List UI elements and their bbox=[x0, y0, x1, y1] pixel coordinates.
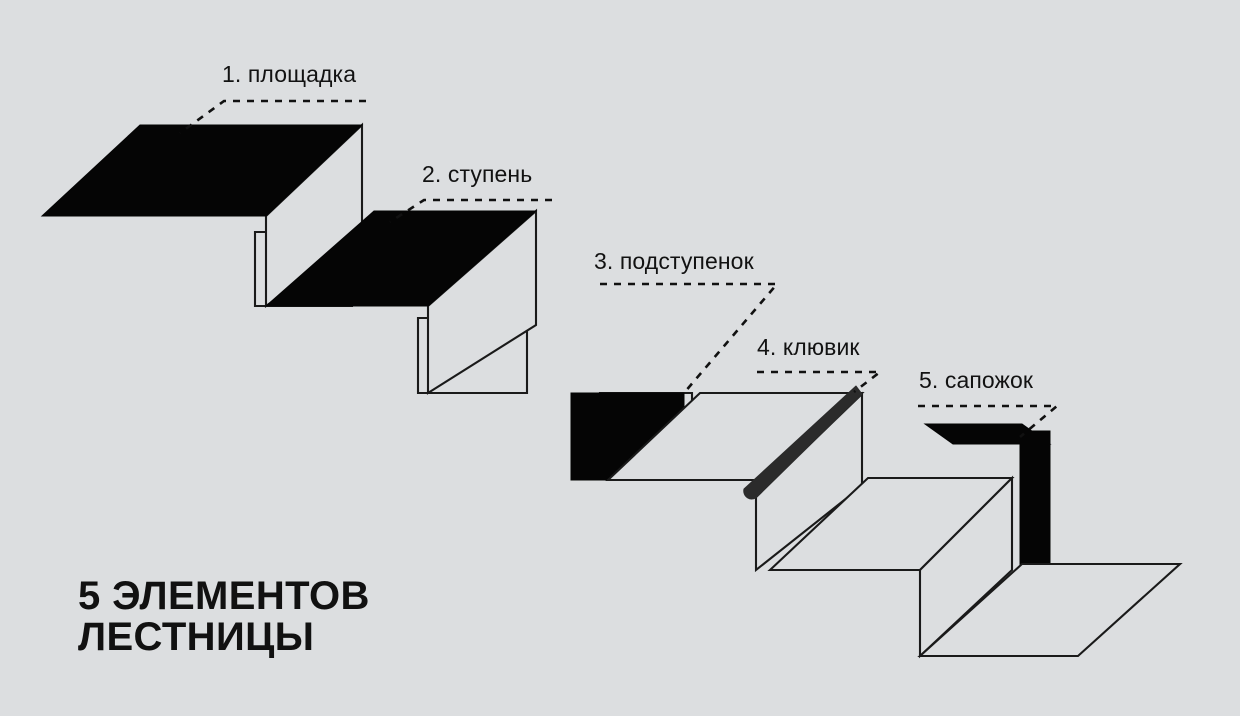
leader-lines bbox=[179, 99, 1061, 438]
step-5-group bbox=[917, 423, 1183, 659]
leader-landing bbox=[179, 99, 366, 135]
title-line-2: ЛЕСТНИЦЫ bbox=[78, 615, 314, 659]
title-line-1: 5 ЭЛЕМЕНТОВ bbox=[78, 574, 370, 618]
step-4-group bbox=[743, 385, 1015, 573]
leader-riser bbox=[600, 282, 780, 394]
label-skirting: 5. сапожок bbox=[919, 367, 1034, 393]
step-2-group bbox=[264, 208, 538, 395]
step5-riser-face bbox=[918, 475, 1014, 659]
leader-skirting bbox=[918, 404, 1061, 438]
step5-tread-surface bbox=[917, 562, 1183, 658]
nosing-strip bbox=[743, 385, 863, 500]
label-riser: 3. подступенок bbox=[594, 248, 755, 274]
step-3-group bbox=[570, 391, 865, 482]
landing-top-surface bbox=[40, 124, 364, 217]
labels-group: 1. площадка 2. ступень 3. подступенок 4.… bbox=[222, 61, 1034, 393]
step2-tread-surface bbox=[264, 210, 538, 307]
label-landing: 1. площадка bbox=[222, 61, 356, 87]
leader-nosing bbox=[757, 370, 884, 394]
label-nosing: 4. клювик bbox=[757, 334, 860, 360]
leader-tread bbox=[389, 198, 552, 224]
page-title: 5 ЭЛЕМЕНТОВ ЛЕСТНИЦЫ bbox=[78, 574, 370, 659]
label-tread: 2. ступень bbox=[422, 161, 532, 187]
skirting-side bbox=[1019, 430, 1051, 571]
